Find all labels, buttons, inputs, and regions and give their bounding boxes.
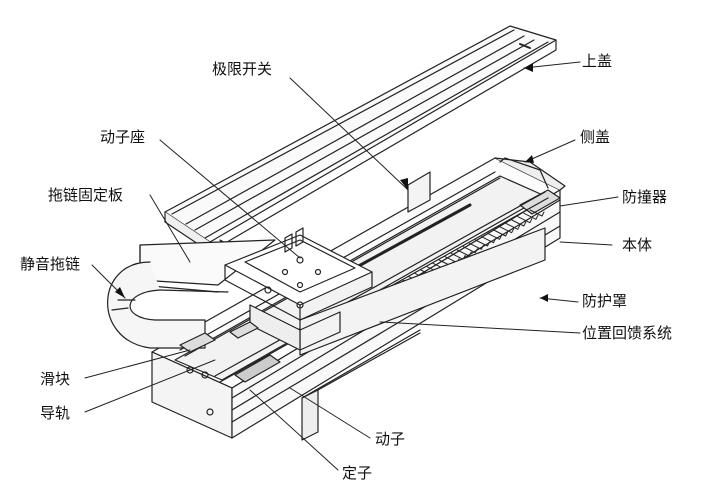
stator-tooth bbox=[462, 246, 478, 254]
label-body: 本体 bbox=[622, 236, 653, 254]
label-drag-chain-plate: 拖链固定板 bbox=[48, 186, 124, 204]
label-mover-seat: 动子座 bbox=[100, 128, 146, 146]
stator-tooth bbox=[468, 242, 484, 250]
top-cover-part bbox=[164, 25, 557, 253]
label-mover: 动子 bbox=[375, 430, 406, 448]
label-silent-drag-chain: 静音拖链 bbox=[20, 255, 81, 273]
stator-tooth bbox=[511, 219, 527, 227]
label-side-cover: 侧盖 bbox=[580, 128, 611, 146]
label-top-cover: 上盖 bbox=[582, 52, 613, 70]
drag-chain-part bbox=[107, 239, 276, 349]
label-stator: 定子 bbox=[342, 464, 373, 482]
label-protective-cover: 防护罩 bbox=[582, 292, 628, 310]
leader-arrowheads bbox=[115, 63, 548, 302]
stator-tooth bbox=[499, 226, 515, 234]
stator-tooth bbox=[487, 232, 503, 240]
stator-tooth bbox=[505, 222, 521, 230]
label-limit-switch: 极限开关 bbox=[212, 60, 273, 78]
label-position-feedback: 位置回馈系统 bbox=[582, 324, 673, 342]
stator-tooth bbox=[474, 239, 490, 247]
label-bumper: 防撞器 bbox=[622, 188, 668, 206]
slider-part bbox=[179, 321, 281, 383]
stator-tooth bbox=[523, 212, 539, 220]
label-slider: 滑块 bbox=[40, 370, 71, 388]
stator-tooth bbox=[481, 236, 497, 244]
stator-tooth bbox=[517, 216, 533, 224]
stator-tooth bbox=[529, 209, 545, 217]
label-guide-rail: 导轨 bbox=[40, 404, 71, 422]
stator-tooth bbox=[493, 229, 509, 237]
leader-lines bbox=[84, 61, 619, 471]
mover-seat-part bbox=[224, 171, 431, 351]
